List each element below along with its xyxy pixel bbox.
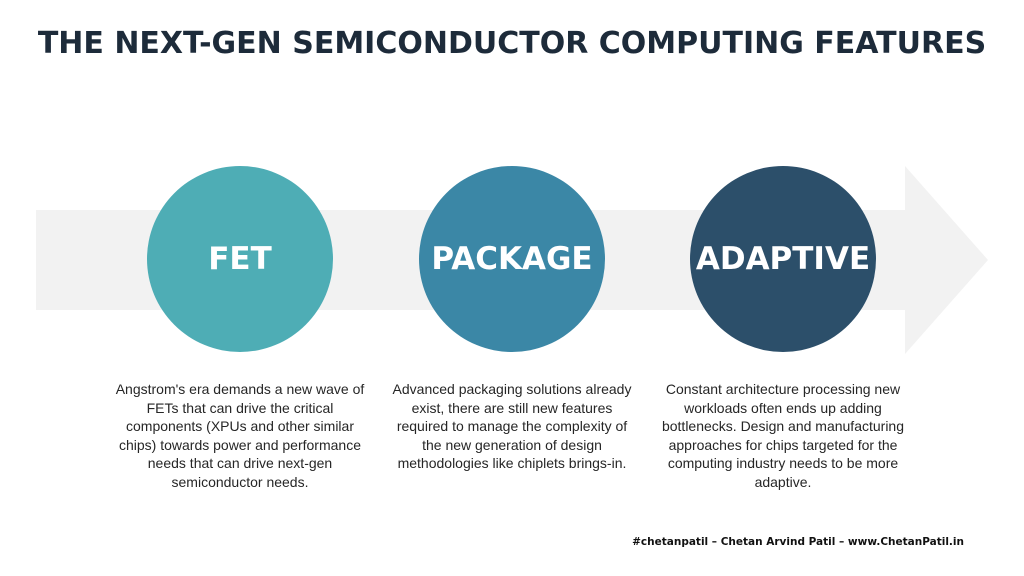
feature-circle-adaptive: ADAPTIVE	[690, 166, 876, 352]
feature-label-adaptive: ADAPTIVE	[695, 241, 871, 277]
page-title: THE NEXT-GEN SEMICONDUCTOR COMPUTING FEA…	[37, 26, 987, 61]
footer-credit: #chetanpatil – Chetan Arvind Patil – www…	[632, 536, 964, 548]
feature-circle-package: PACKAGE	[419, 166, 605, 352]
feature-circle-fet: FET	[147, 166, 333, 352]
feature-label-package: PACKAGE	[431, 241, 593, 277]
feature-description-adaptive: Constant architecture processing new wor…	[661, 381, 905, 490]
feature-label-fet: FET	[208, 241, 272, 277]
feature-description-package: Advanced packaging solutions already exi…	[392, 381, 632, 471]
feature-description-fet: Angstrom's era demands a new wave of FET…	[115, 381, 365, 490]
